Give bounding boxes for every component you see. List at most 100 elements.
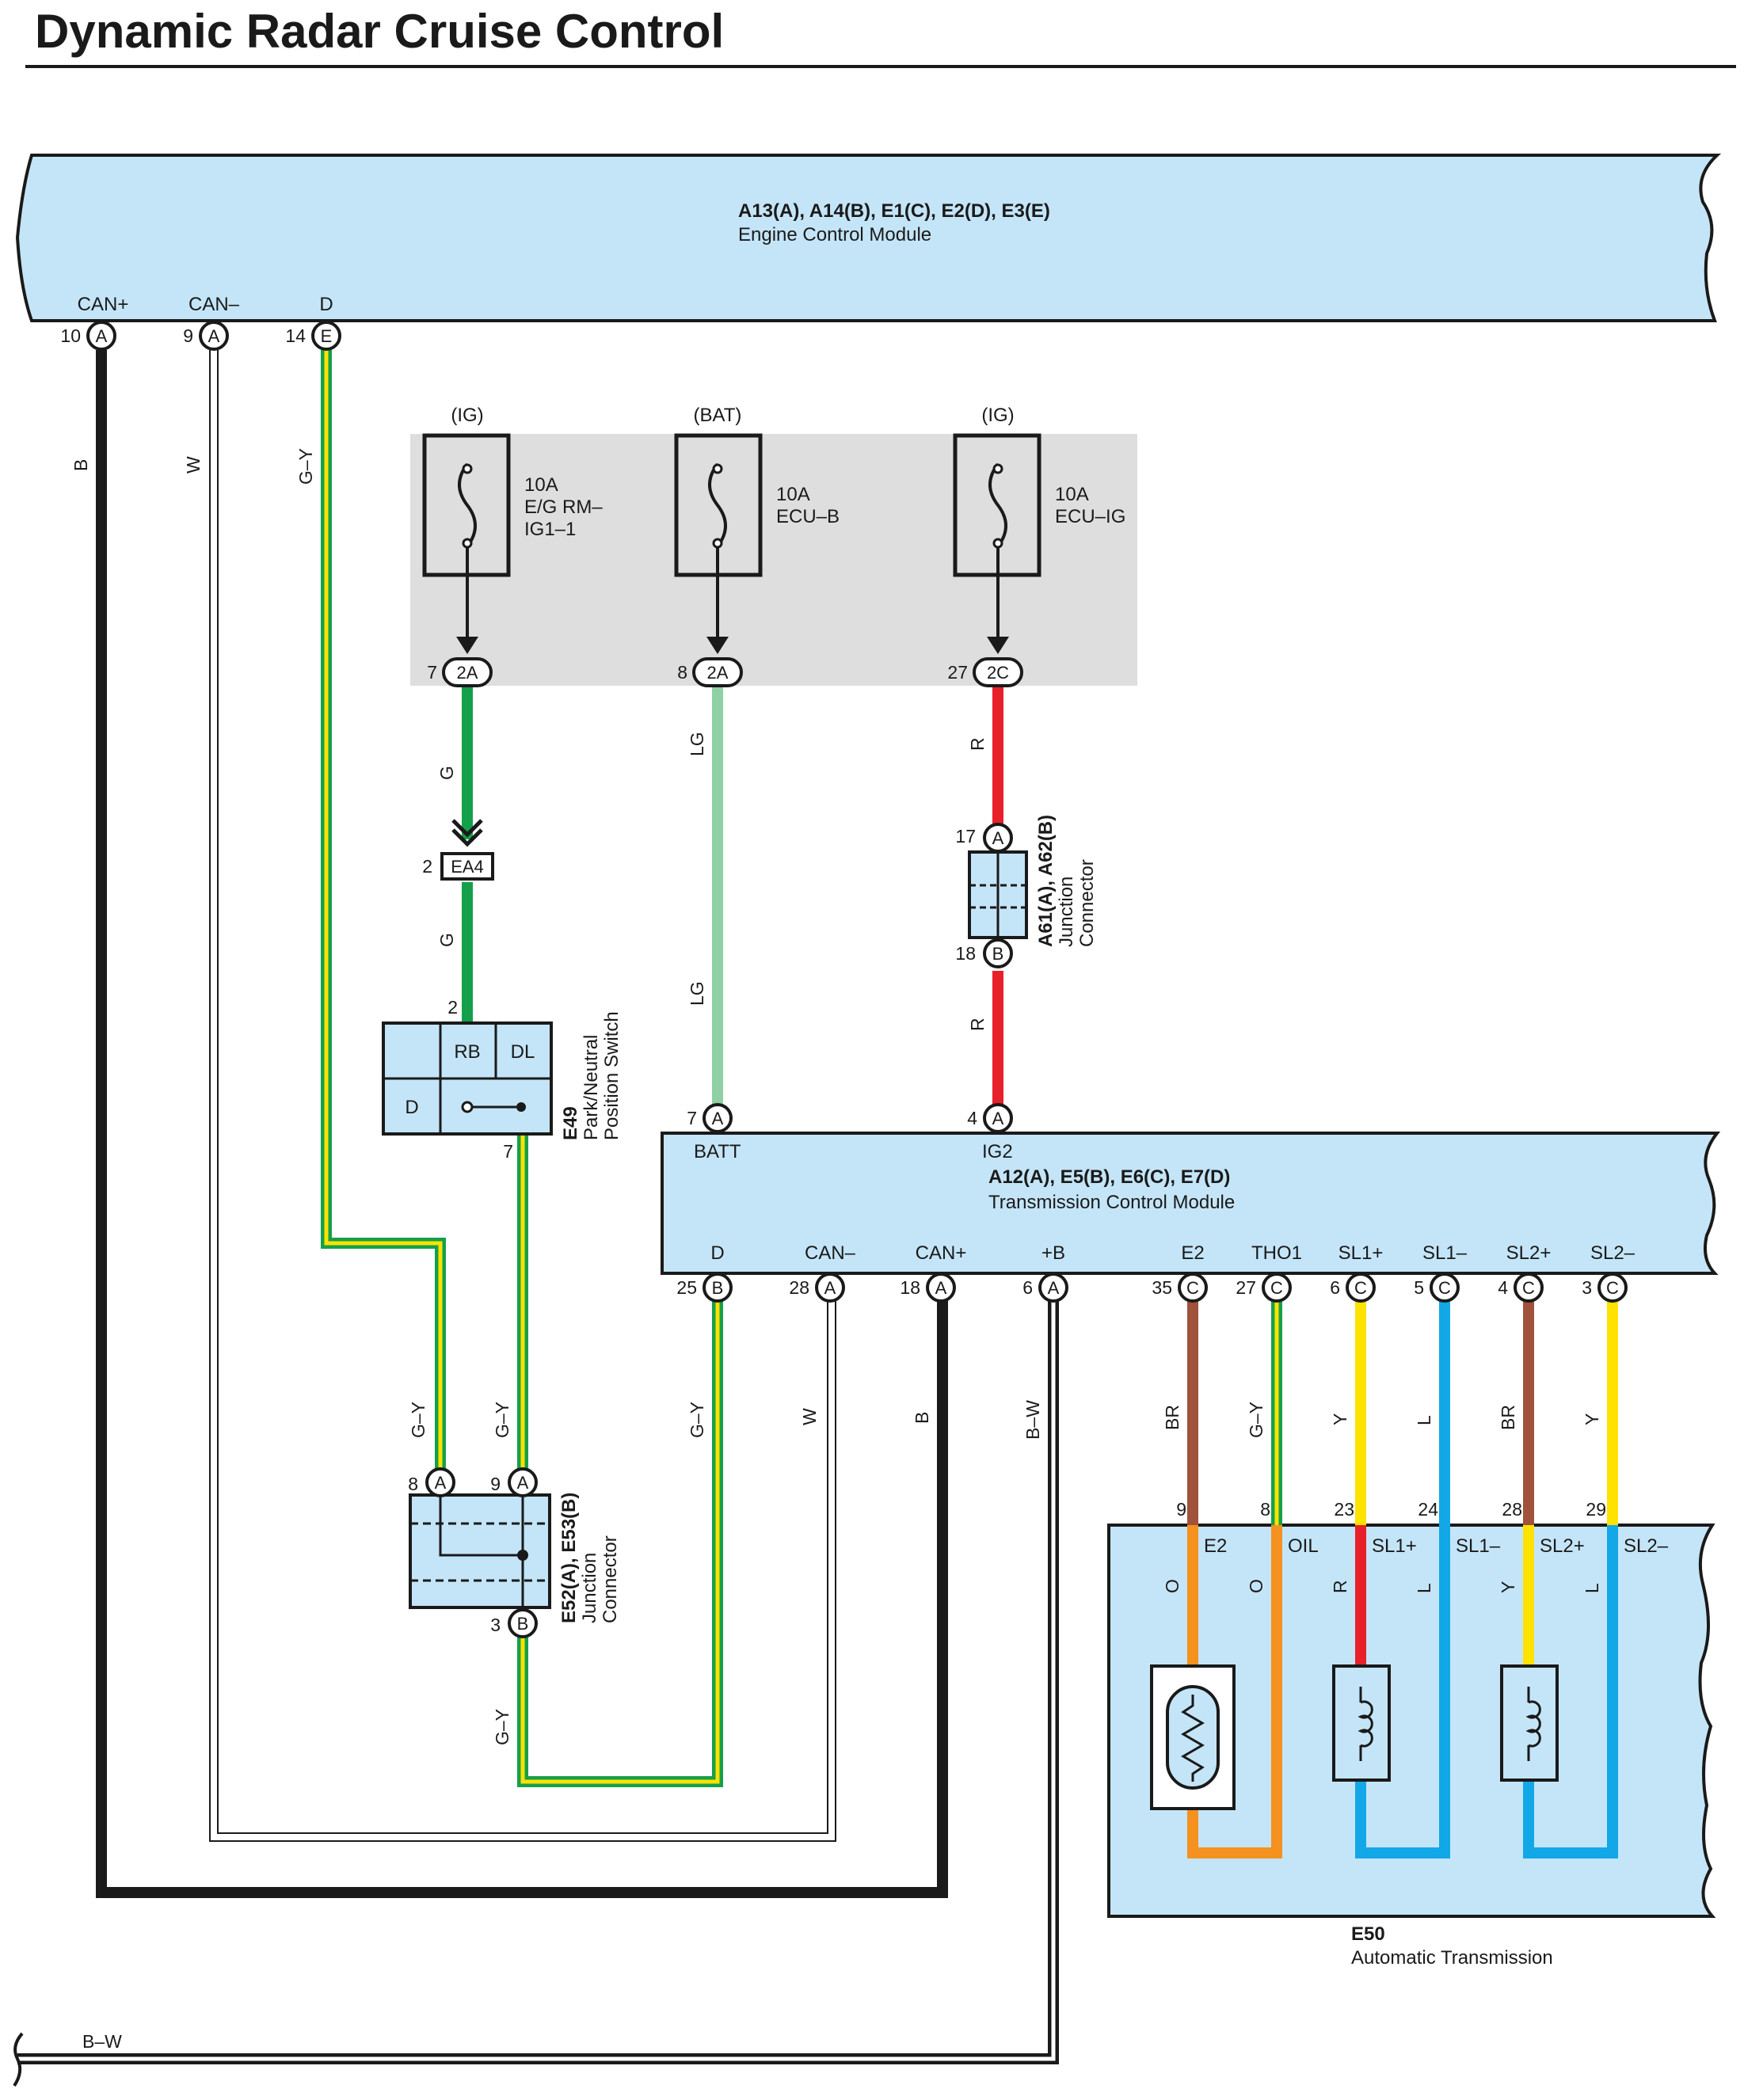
trans-name: Automatic Transmission bbox=[1351, 1947, 1553, 1969]
tcm-signal-sl1p: SL1+ bbox=[1338, 1242, 1384, 1264]
pin-conn: C bbox=[1438, 1278, 1451, 1298]
ecm-name: Engine Control Module bbox=[738, 224, 931, 245]
pin-conn: 2C bbox=[987, 663, 1009, 683]
fuse-name-line2: IG1–1 bbox=[524, 519, 576, 540]
pin-circle bbox=[1038, 1273, 1068, 1303]
pnp-cell-rb: RB bbox=[454, 1041, 480, 1063]
pin-num: 18 bbox=[900, 1277, 920, 1298]
pin-circle bbox=[983, 1103, 1013, 1133]
pin-circle bbox=[425, 1467, 455, 1497]
fuse-supply: (IG) bbox=[451, 405, 483, 426]
fuse-junction-block bbox=[410, 434, 1137, 686]
wire-label: G–Y bbox=[408, 1402, 428, 1438]
pin-num: 14 bbox=[285, 325, 306, 346]
pin-num: 27 bbox=[947, 662, 968, 683]
wire-label: R bbox=[967, 1018, 988, 1031]
wire-label: G–Y bbox=[492, 1709, 512, 1745]
pnp-code: E49 bbox=[560, 1106, 581, 1140]
pin-num: 5 bbox=[1414, 1277, 1424, 1298]
jc-a61-name-line1: Junction bbox=[1056, 877, 1077, 947]
arrow-down-icon bbox=[987, 637, 1009, 654]
pin-num: 25 bbox=[676, 1277, 697, 1298]
trans-signal-e2: E2 bbox=[1204, 1535, 1227, 1557]
pnp-name-line1: Park/Neutral bbox=[581, 1035, 602, 1140]
pin-conn: 2A bbox=[707, 663, 729, 683]
fuse-rating: 10A bbox=[1055, 484, 1089, 505]
pin-circle bbox=[1262, 1273, 1292, 1303]
jc-a61-pin-b: 18 bbox=[955, 943, 976, 964]
fuse-ecu-ig: (IG) 10A ECU–IG bbox=[953, 405, 1125, 654]
jc-a61-pin-a: 17 bbox=[955, 826, 976, 846]
tcm-signal-can-neg: CAN– bbox=[805, 1242, 856, 1264]
wire-label: G–Y bbox=[1246, 1402, 1266, 1438]
trans-signal-oil: OIL bbox=[1288, 1535, 1319, 1557]
pin-circle bbox=[1430, 1273, 1460, 1303]
wire-label: L bbox=[1582, 1583, 1602, 1593]
coil-icon bbox=[1358, 1687, 1373, 1761]
tcm-signal-sl2p: SL2+ bbox=[1506, 1242, 1552, 1264]
wire-label: R bbox=[967, 737, 988, 751]
pin-num: 27 bbox=[1236, 1277, 1256, 1298]
ecm-code: A13(A), A14(B), E1(C), E2(D), E3(E) bbox=[738, 200, 1050, 222]
jc-a61-a62: 17 18 bbox=[955, 826, 1028, 964]
trans-pin-29: 29 bbox=[1586, 1499, 1606, 1520]
pin-circles: A 10 A 9 E 14 A B A 7 A 4 B 25 A 28 A 18… bbox=[60, 321, 1628, 1638]
jc-a61-code: A61(A), A62(B) bbox=[1035, 815, 1057, 947]
tcm-code: A12(A), E5(B), E6(C), E7(D) bbox=[988, 1166, 1230, 1188]
wire-label: B–W bbox=[82, 2031, 122, 2052]
fuse2-pin: 2A 8 bbox=[677, 657, 743, 687]
pin-circle bbox=[983, 938, 1013, 968]
fuse-symbol-icon bbox=[708, 462, 727, 548]
pin-conn: C bbox=[1522, 1278, 1535, 1298]
pin-num: 3 bbox=[1582, 1277, 1592, 1298]
wire-label: R bbox=[1330, 1580, 1350, 1593]
ea4-pin: 2 bbox=[422, 856, 432, 877]
trans-block bbox=[1107, 1524, 1716, 1918]
pin-conn: C bbox=[1270, 1278, 1283, 1298]
pnp-pin-bottom: 7 bbox=[503, 1141, 513, 1162]
pin-circle bbox=[508, 1608, 538, 1638]
arrow-down-icon bbox=[706, 637, 729, 654]
fuse-supply: (IG) bbox=[981, 405, 1014, 426]
pin-conn: C bbox=[1186, 1278, 1199, 1298]
wire-label: LG bbox=[687, 981, 707, 1006]
fuse-symbol-icon bbox=[988, 462, 1007, 548]
wire-label: W bbox=[183, 456, 204, 474]
pin-circle bbox=[926, 1273, 956, 1303]
jc-e52-pin-9: 9 bbox=[490, 1474, 501, 1494]
pin-circle bbox=[311, 321, 341, 351]
pin-conn: A bbox=[992, 1109, 1004, 1128]
pin-circle bbox=[1346, 1273, 1376, 1303]
wire-label: B bbox=[912, 1412, 932, 1424]
wire-label: G–Y bbox=[295, 448, 316, 485]
pin-conn: C bbox=[1354, 1278, 1367, 1298]
pin-conn: A bbox=[208, 326, 220, 346]
solenoid-sl2 bbox=[1500, 1664, 1559, 1782]
jc-e52-name-line1: Junction bbox=[579, 1553, 600, 1623]
trans-pin-23: 23 bbox=[1334, 1499, 1354, 1520]
ea4-connector bbox=[440, 852, 494, 881]
pin-num: 8 bbox=[677, 662, 687, 683]
jc-e52-code: E52(A), E53(B) bbox=[558, 1493, 580, 1623]
chevron-down-icon bbox=[451, 819, 483, 847]
wire-label: G bbox=[436, 766, 457, 780]
wire-plus-b bbox=[17, 1299, 1059, 2064]
pin-num: 4 bbox=[967, 1108, 977, 1128]
pin-conn: A bbox=[824, 1278, 836, 1298]
jc-e52-pin-3: 3 bbox=[490, 1615, 501, 1635]
tcm-signal-sl2n: SL2– bbox=[1590, 1242, 1635, 1264]
fuse-ecu-b: (BAT) 10A ECU–B bbox=[674, 405, 840, 654]
pin-conn: A bbox=[1048, 1278, 1060, 1298]
wire-label: Y bbox=[1330, 1413, 1350, 1425]
pnp-cell-d: D bbox=[405, 1097, 418, 1118]
pin-conn: A bbox=[517, 1473, 529, 1493]
ea4-code: EA4 bbox=[451, 857, 484, 877]
wire-label: B bbox=[70, 459, 91, 471]
wire-label: W bbox=[799, 1408, 820, 1425]
wire-label: O bbox=[1246, 1579, 1266, 1593]
wire-label: B–W bbox=[1022, 1400, 1043, 1440]
pin-circle bbox=[508, 1467, 538, 1497]
jc-a61-label: A61(A), A62(B) Junction Connector bbox=[1035, 815, 1098, 947]
tcm-signal-plus-b: +B bbox=[1041, 1242, 1065, 1264]
